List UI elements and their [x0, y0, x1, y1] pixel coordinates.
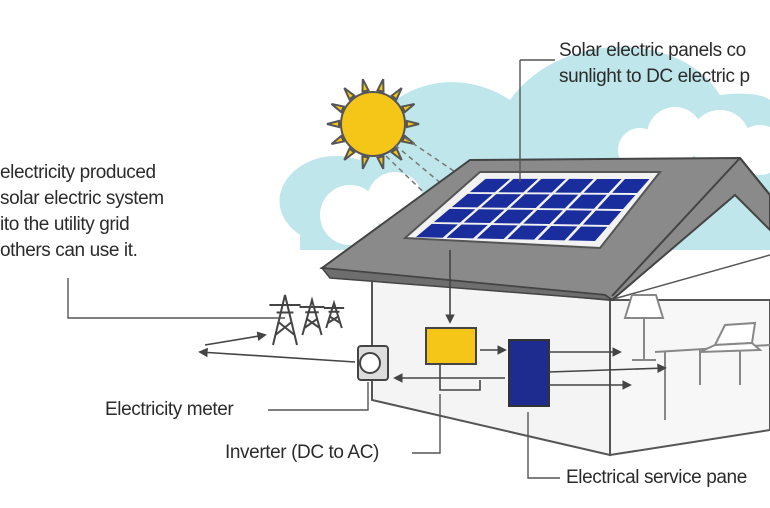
service-panel-label: Electrical service pane	[566, 467, 747, 488]
flow-lines	[198, 250, 667, 391]
inverter-icon	[425, 327, 477, 365]
laptop-icon	[699, 321, 763, 353]
inverter-label: Inverter (DC to AC)	[225, 442, 379, 463]
grid-export-label-line3: ito the utility grid	[0, 214, 130, 235]
sun-icon	[326, 78, 420, 170]
solar-panels-label-line1: Solar electric panels co	[559, 40, 746, 61]
sky-clouds	[279, 46, 770, 250]
grid-export-label-line1: electricity produced	[0, 162, 156, 183]
house	[371, 254, 770, 457]
grid-export-label-line4: others can use it.	[0, 240, 138, 261]
electricity-meter-icon	[357, 345, 389, 381]
grid-export-label: electricity produced solar electric syst…	[0, 160, 164, 264]
power-tower-icon	[269, 294, 345, 346]
solar-panel	[402, 171, 663, 250]
callout-lines	[67, 59, 560, 479]
grid-export-label-line2: solar electric system	[0, 188, 164, 209]
solar-panels-label-line2: sunlight to DC electric p	[559, 66, 750, 87]
solar-panels-label: Solar electric panels co sunlight to DC …	[559, 38, 750, 90]
lamp-icon	[623, 294, 665, 361]
service-panel-icon	[508, 339, 550, 407]
meter-label: Electricity meter	[105, 399, 234, 420]
